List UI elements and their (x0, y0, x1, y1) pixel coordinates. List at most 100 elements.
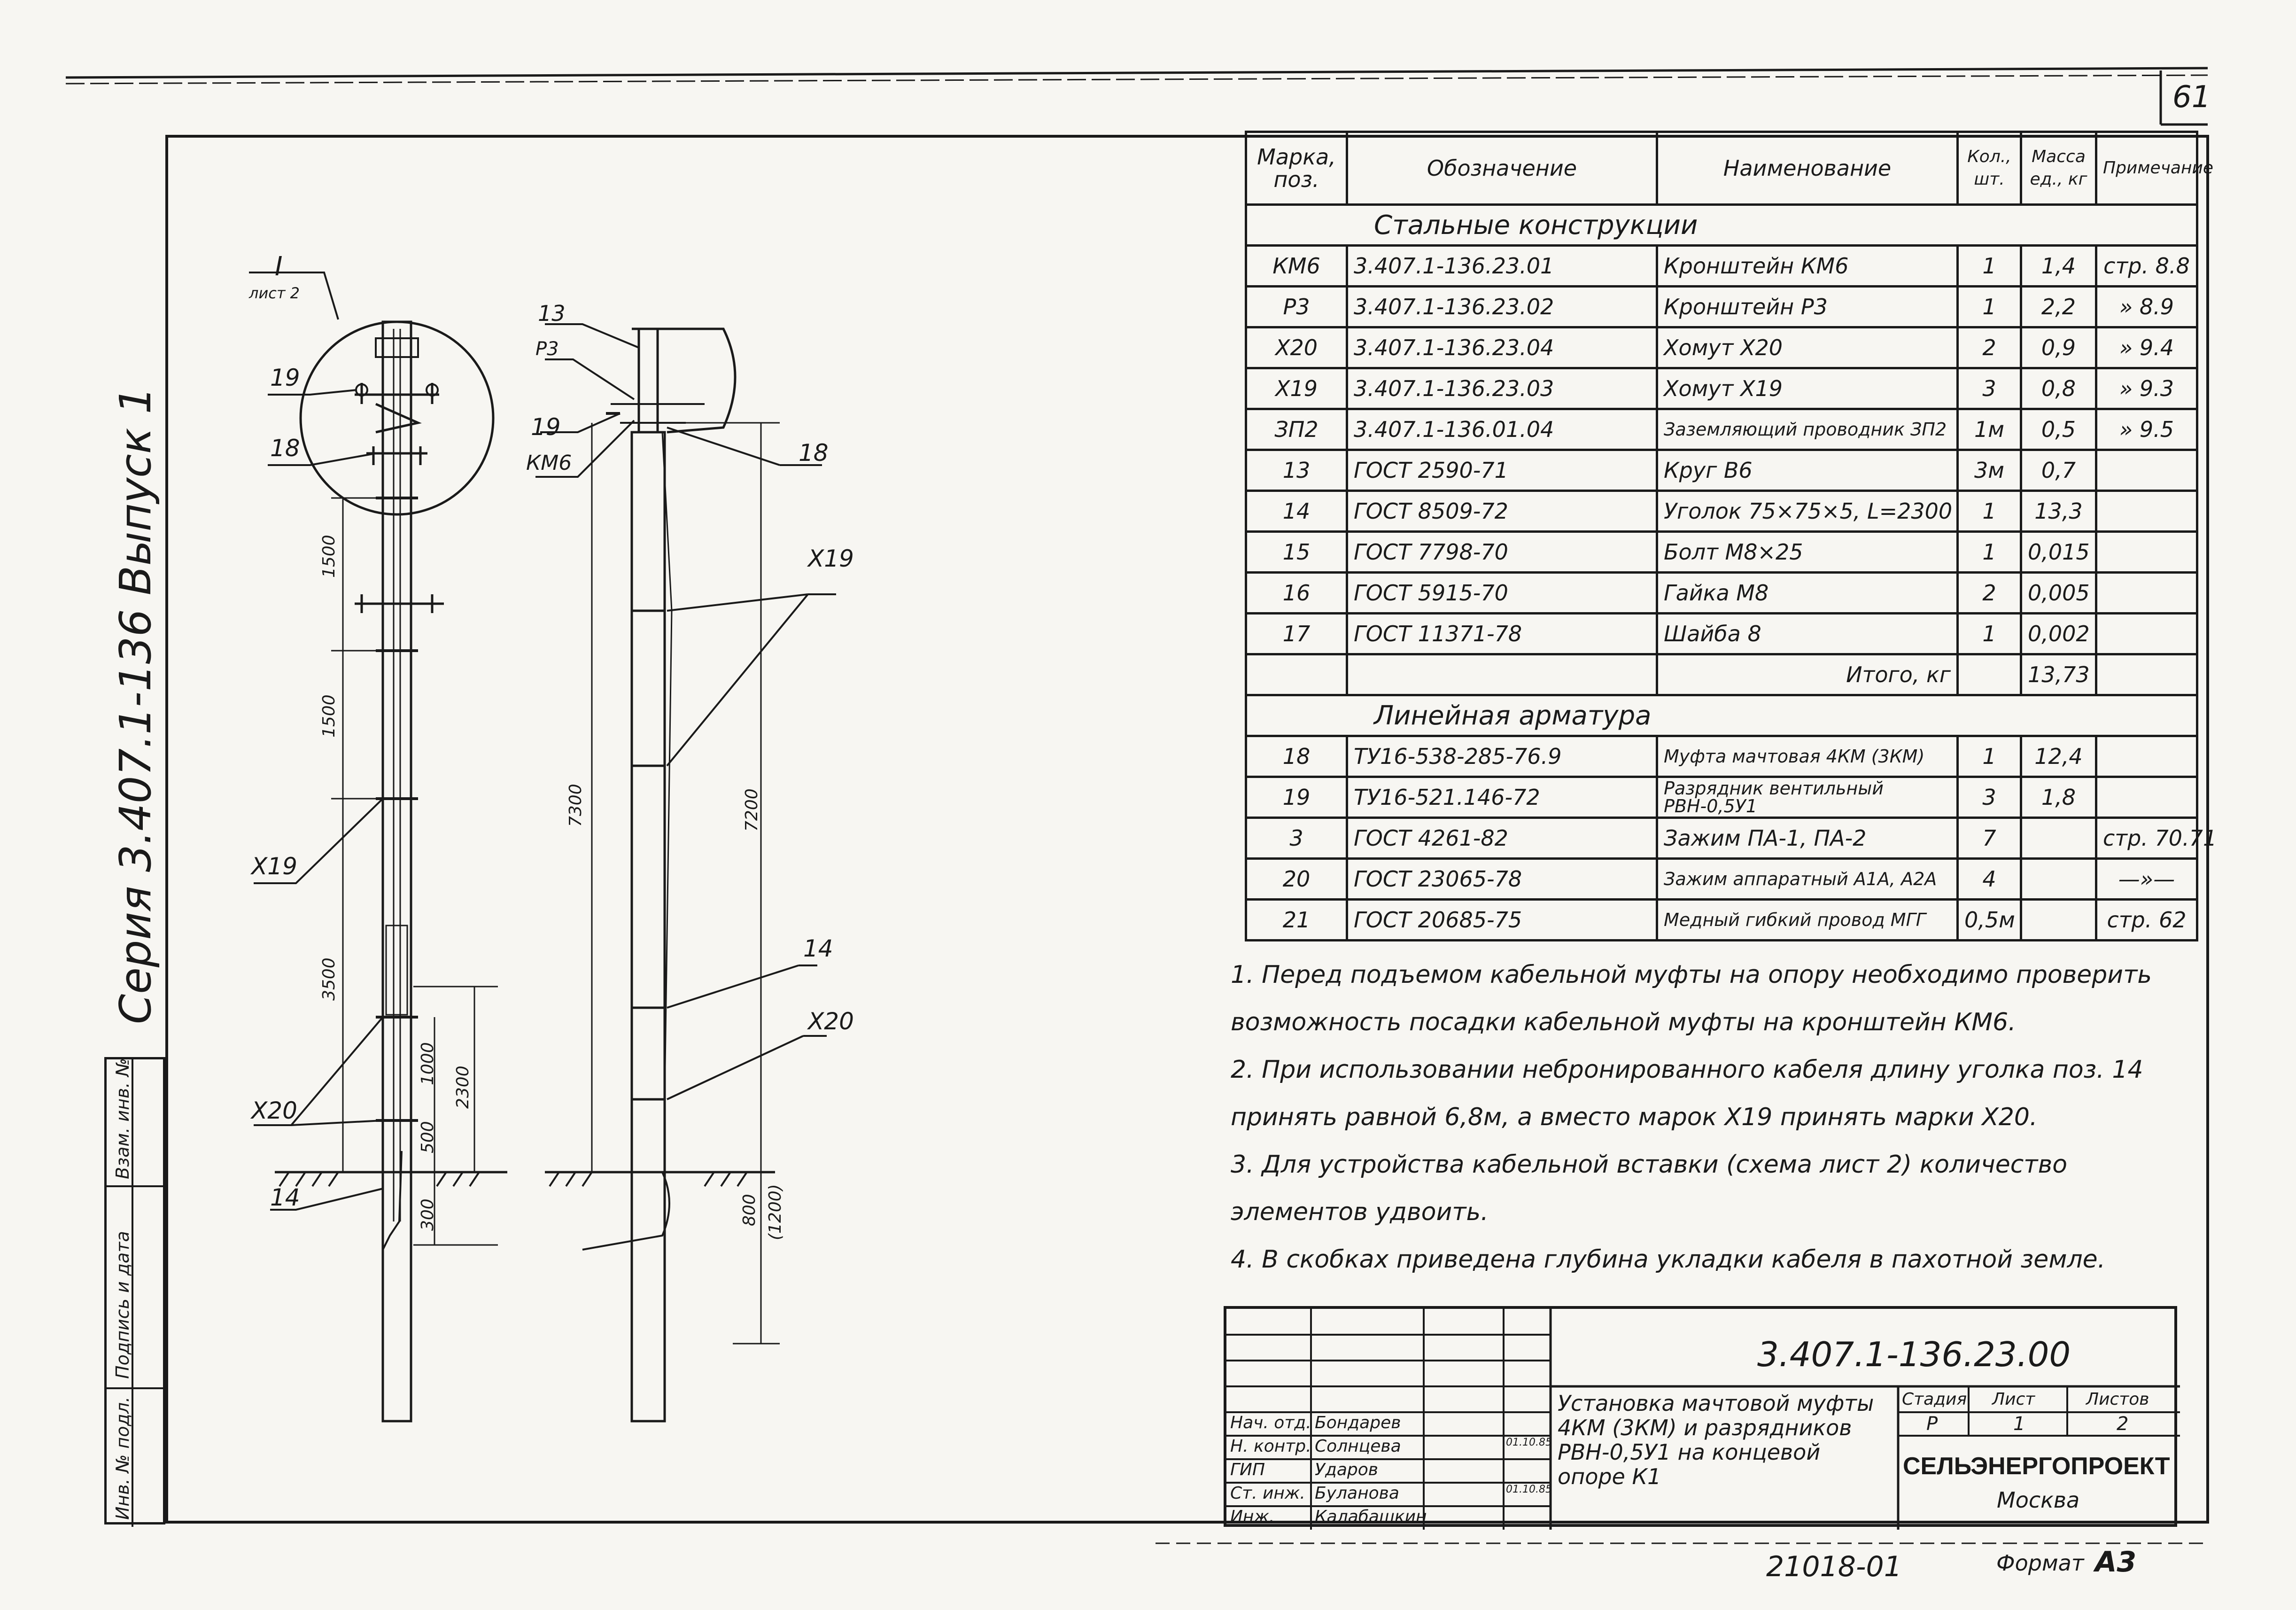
staff-name: Солнцева (1315, 1437, 1401, 1456)
cell-note (2095, 530, 2198, 574)
cell-qty: 2 (1956, 326, 2022, 369)
header-code: Обозначение (1346, 131, 1658, 206)
cell-note: » 8.9 (2095, 285, 2198, 328)
staff-role: Ст. инж. (1230, 1484, 1305, 1503)
cell-mass: 0,5 (2020, 408, 2097, 451)
dim-300: 300 (418, 1198, 437, 1231)
dim-7300: 7300 (566, 784, 585, 827)
cell-mass: 0,7 (2020, 449, 2097, 492)
cell-note (2095, 571, 2198, 614)
cell-mass: 1,8 (2020, 776, 2097, 819)
cell-qty: 1 (1956, 612, 2022, 655)
cell-code: ГОСТ 5915-70 (1346, 571, 1658, 614)
total-label: Итого, кг (1656, 653, 1959, 696)
total-value: 13,73 (2020, 653, 2097, 696)
cell-mass: 13,3 (2020, 490, 2097, 533)
cell-name: Зажим ПА-1, ПА-2 (1656, 817, 1959, 860)
cell-qty: 1 (1956, 244, 2022, 288)
cell-name: Кронштейн Р3 (1656, 285, 1959, 328)
dim-2300: 2300 (453, 1066, 473, 1109)
cell-mark: 13 (1245, 449, 1348, 492)
header-name: Наименование (1656, 131, 1959, 206)
cell-name: Заземляющий проводник ЗП2 (1656, 408, 1959, 451)
note-4: 4. В скобках приведена глубина укладки к… (1231, 1245, 2106, 1274)
cell-note (2095, 612, 2198, 655)
cell-code: 3.407.1-136.23.03 (1346, 367, 1658, 410)
cell-note: » 9.4 (2095, 326, 2198, 369)
label-x19: Х19 (251, 853, 297, 880)
cell-qty: 1 (1956, 490, 2022, 533)
cell-mass: 2,2 (2020, 285, 2097, 328)
cell-mass: 0,005 (2020, 571, 2097, 614)
cell-qty: 1 (1956, 735, 2022, 778)
stage-header: Стадия (1902, 1390, 1967, 1409)
stage-value: Р (1926, 1413, 1938, 1435)
cell-code: ТУ16-538-285-76.9 (1346, 735, 1658, 778)
cell-note (2095, 449, 2198, 492)
cell-mass: 0,002 (2020, 612, 2097, 655)
cell-mark: Х20 (1245, 326, 1348, 369)
cell-note: » 9.3 (2095, 367, 2198, 410)
cell-qty: 7 (1956, 817, 2022, 860)
header-qty: Кол., шт. (1956, 131, 2022, 206)
section-steel: Стальные конструкции (1245, 203, 2198, 247)
label-14b: 14 (803, 935, 833, 962)
label-x20: Х20 (251, 1097, 297, 1124)
spec-header-row: Марка, поз. Обозначение Наименование Кол… (1245, 131, 2213, 206)
cell-code: 3.407.1-136.23.02 (1346, 285, 1658, 328)
dim-3500: 3500 (319, 957, 339, 1001)
cell-mark: Р3 (1245, 285, 1348, 328)
dim-1000: 1000 (418, 1042, 437, 1085)
label-x19b: Х19 (808, 545, 854, 572)
cell-qty: 1м (1956, 408, 2022, 451)
cell-qty: 2 (1956, 571, 2022, 614)
doc-code: 3.407.1-136.23.00 (1757, 1335, 2071, 1374)
cell-mark: ЗП2 (1245, 408, 1348, 451)
cell-mark: 3 (1245, 817, 1348, 860)
section-linear: Линейная арматура (1245, 694, 2198, 737)
staff-role: Н. контр. (1230, 1437, 1311, 1456)
label-14: 14 (270, 1184, 300, 1211)
cell-mark: 20 (1245, 857, 1348, 901)
sheet-header: Лист (1992, 1390, 2035, 1409)
cell-name: Кронштейн КМ6 (1656, 244, 1959, 288)
format-value: А3 (2095, 1546, 2137, 1579)
cell-mass: 1,4 (2020, 244, 2097, 288)
cell-code: ТУ16-521.146-72 (1346, 776, 1658, 819)
cell-code: ГОСТ 7798-70 (1346, 530, 1658, 574)
cell-code: ГОСТ 8509-72 (1346, 490, 1658, 533)
label-19: 19 (270, 364, 300, 391)
header-mass: Масса ед., кг (2020, 131, 2097, 206)
cell-code: ГОСТ 23065-78 (1346, 857, 1658, 901)
cell-code: ГОСТ 11371-78 (1346, 612, 1658, 655)
dim-500: 500 (418, 1121, 437, 1153)
cell-mass: 0,8 (2020, 367, 2097, 410)
title-block: 3.407.1-136.23.00 Установка мачтовой муф… (1224, 1306, 2180, 1530)
cell-mark: 15 (1245, 530, 1348, 574)
label-r3: Р3 (535, 338, 559, 360)
dim-1500-a: 1500 (319, 535, 339, 578)
series-label: Серия 3.407.1-136 Выпуск 1 (110, 386, 161, 1024)
label-18: 18 (270, 435, 300, 462)
pole-drawing (249, 272, 836, 1423)
header-note: Примечание (2095, 131, 2213, 206)
callout-sheet: лист 2 (249, 284, 300, 302)
cell-mark: Х19 (1245, 367, 1348, 410)
sheets-header: Листов (2086, 1390, 2149, 1409)
staff-role: ГИП (1230, 1460, 1265, 1479)
cell-qty: 0,5м (1956, 898, 2022, 941)
cell-name: Болт М8×25 (1656, 530, 1959, 574)
cell-mark: 18 (1245, 735, 1348, 778)
cell-mark: КМ6 (1245, 244, 1348, 288)
cell-mark: 21 (1245, 898, 1348, 941)
cell-mark: 14 (1245, 490, 1348, 533)
staff-date: 01.10.85 (1506, 1484, 1552, 1495)
cell-note: » 9.5 (2095, 408, 2198, 451)
cell-code: ГОСТ 20685-75 (1346, 898, 1658, 941)
cell-mass (2020, 857, 2097, 901)
